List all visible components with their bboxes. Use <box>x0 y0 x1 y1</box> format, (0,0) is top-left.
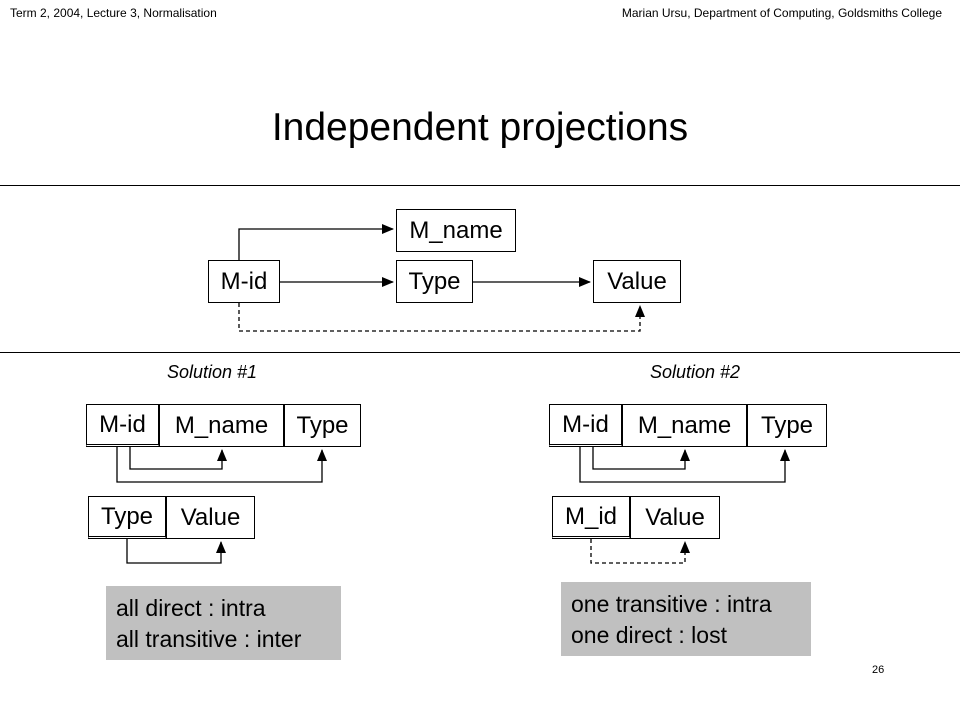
sol1-note-line-2: all transitive : inter <box>116 626 302 652</box>
sol1-arrow-mid-to-type <box>116 447 327 483</box>
sol2-arrow-mid-to-type <box>579 447 790 483</box>
sol1-table2-value: Value <box>166 496 255 539</box>
sol2-table1-m-id: M-id <box>549 404 622 447</box>
header-right: Marian Ursu, Department of Computing, Go… <box>621 6 942 20</box>
sol2-arrow-mid-to-mname <box>592 447 690 470</box>
slide-title: Independent projections <box>271 106 689 149</box>
top-m-id-box: M-id <box>208 260 280 303</box>
arrow-mid-to-mname <box>238 224 394 260</box>
sol1-arrow-type-to-value <box>126 539 226 564</box>
sol2-note-line-2: one direct : lost <box>571 622 727 648</box>
sol1-note-line-1: all direct : intra <box>116 595 266 621</box>
divider-middle <box>0 352 960 353</box>
sol2-note-line-1: one transitive : intra <box>571 591 772 617</box>
sol2-table2-value: Value <box>630 496 720 539</box>
sol1-table1-m-id: M-id <box>86 404 159 447</box>
sol1-arrow-mid-to-mname <box>129 447 227 470</box>
header-left: Term 2, 2004, Lecture 3, Normalisation <box>10 6 217 20</box>
sol1-note: all direct : intra all transitive : inte… <box>106 586 341 660</box>
sol2-table1-type: Type <box>747 404 827 447</box>
sol1-table2-type: Type <box>88 496 166 539</box>
divider-top <box>0 185 960 186</box>
sol2-arrow-mid-to-value-lost <box>590 539 690 564</box>
top-value-box: Value <box>593 260 681 303</box>
solution-1-label: Solution #1 <box>167 362 258 382</box>
solution-2-label: Solution #2 <box>650 362 741 382</box>
page-number: 26 <box>872 664 885 676</box>
sol2-table2-m-id: M_id <box>552 496 630 539</box>
sol2-table1-m-name: M_name <box>622 404 747 447</box>
top-m-name-box: M_name <box>396 209 516 252</box>
sol1-table1-m-name: M_name <box>159 404 284 447</box>
arrow-mid-to-value-transitive <box>238 303 645 332</box>
sol1-table1-type: Type <box>284 404 361 447</box>
sol2-note: one transitive : intra one direct : lost <box>561 582 811 656</box>
top-type-box: Type <box>396 260 473 303</box>
